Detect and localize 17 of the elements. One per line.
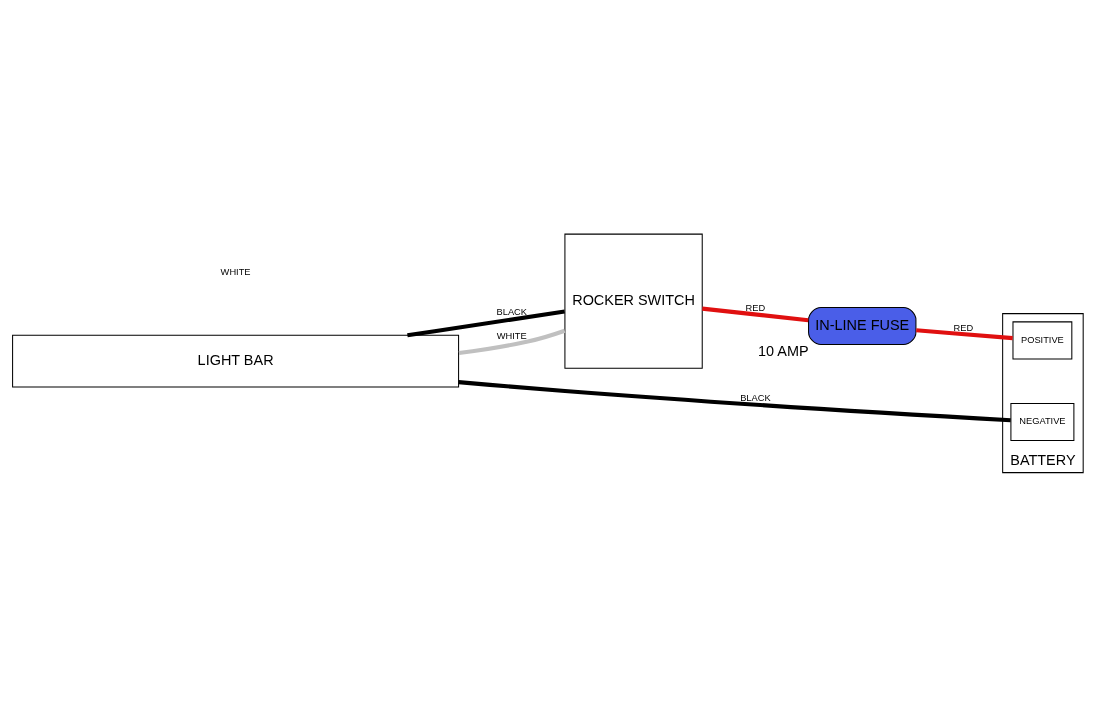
node-box: POSITIVE (1012, 320, 1073, 360)
node-box: LIGHT BAR (12, 334, 460, 387)
connector (407, 308, 565, 337)
edge-label: RED (745, 302, 766, 313)
connector (458, 328, 566, 355)
label: WHITE (220, 266, 251, 277)
edge-label: WHITE (496, 330, 527, 341)
connector (916, 327, 1013, 340)
connector (458, 379, 1011, 422)
node-box: ROCKER SWITCH (564, 233, 703, 369)
connector (702, 306, 809, 322)
node-box: IN-LINE FUSE (808, 306, 917, 345)
node-label: 10 AMP (757, 342, 809, 359)
edge-label: BLACK (496, 306, 527, 317)
node-box: NEGATIVE (1010, 402, 1075, 441)
edge-label: RED (953, 322, 974, 333)
edge-label: BLACK (740, 392, 771, 403)
